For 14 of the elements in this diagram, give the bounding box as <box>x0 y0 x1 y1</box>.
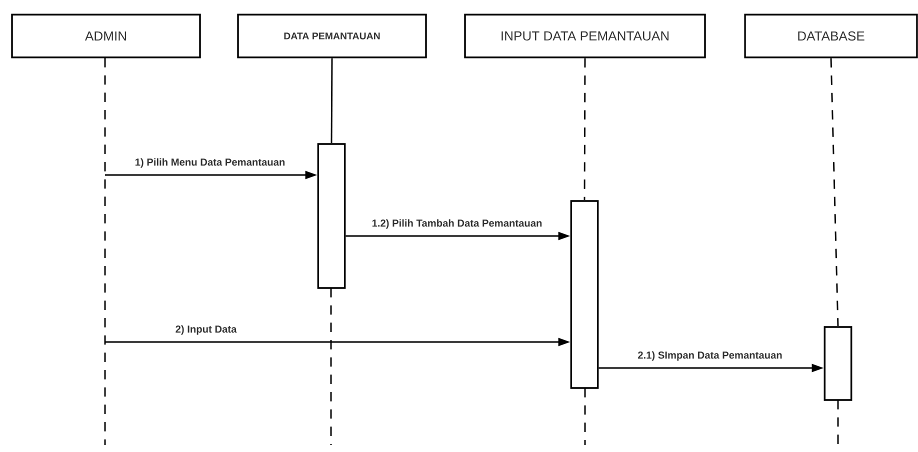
lifeline <box>830 58 839 326</box>
activation-bar <box>317 143 346 289</box>
lifeline <box>330 58 333 144</box>
participant-box: DATA PEMANTAUAN <box>237 14 427 58</box>
activation-bar <box>824 326 852 401</box>
message-label: 2) Input Data <box>174 324 238 336</box>
message-label: 2.1) SImpan Data Pemantauan <box>636 350 784 362</box>
lifeline <box>584 58 586 200</box>
participant-box: ADMIN <box>11 14 201 58</box>
activation-bar <box>570 200 599 389</box>
participant-box: DATABASE <box>744 14 918 58</box>
participant-box: INPUT DATA PEMANTAUAN <box>464 14 706 58</box>
message-label: 1.2) Pilih Tambah Data Pemantauan <box>370 218 544 230</box>
message-label: 1) Pilih Menu Data Pemantauan <box>134 156 286 170</box>
